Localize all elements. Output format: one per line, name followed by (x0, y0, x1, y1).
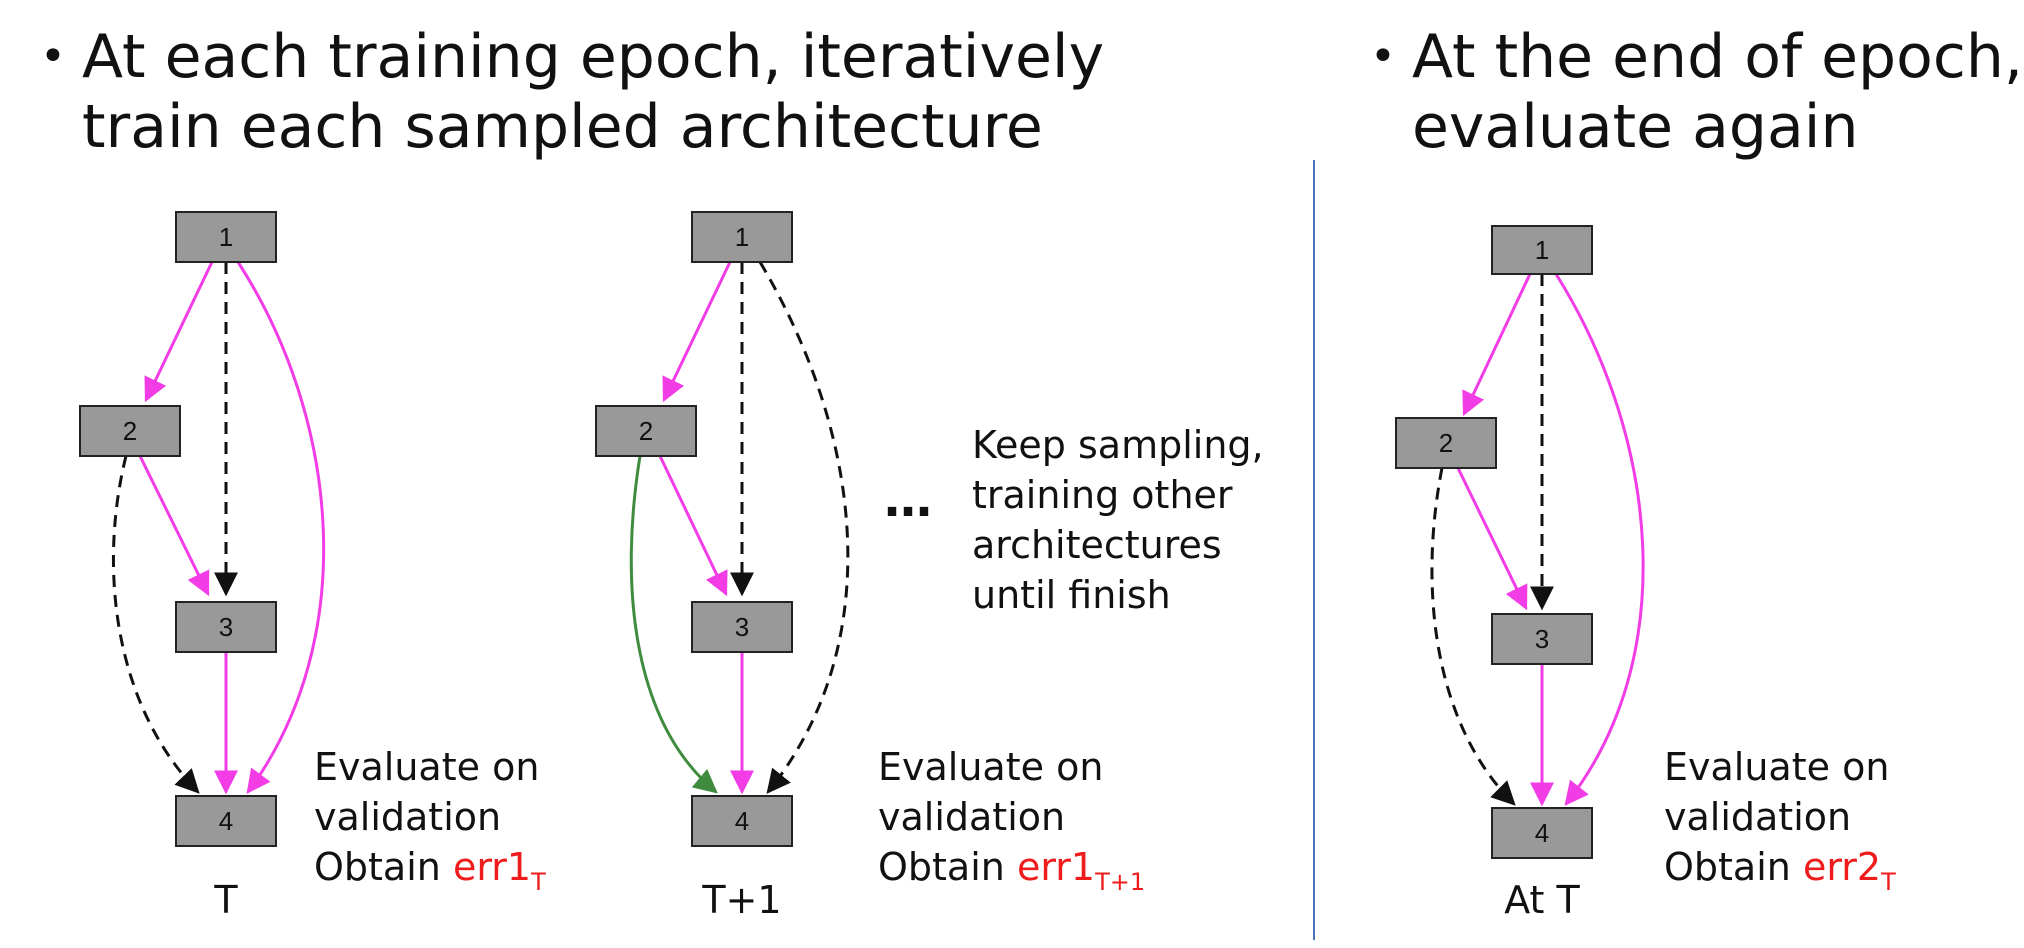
svg-text:2: 2 (1439, 428, 1453, 458)
svg-text:1: 1 (219, 222, 233, 252)
graph-caption: T+1 (702, 878, 782, 922)
edge-2-4 (629, 455, 718, 794)
note-line: training other (972, 473, 1233, 517)
evaluation-line: Evaluate on (878, 745, 1104, 789)
vertical-divider (1313, 160, 1315, 940)
evaluation-label: Evaluate on validation Obtain err1T (314, 742, 546, 897)
error-term: err1T (452, 845, 546, 896)
svg-text:1: 1 (735, 222, 749, 252)
bullet-train-each-epoch: • At each training epoch, iteratively tr… (40, 22, 1105, 162)
evaluation-label: Evaluate on validation Obtain err2T (1664, 742, 1896, 897)
node-1: 1 (175, 211, 277, 263)
node-2: 2 (595, 405, 697, 457)
obtain-line: Obtain err1T+1 (878, 845, 1146, 896)
node-3: 3 (1491, 613, 1593, 665)
bullet-line: At the end of epoch, (1412, 22, 2023, 92)
edge-2-4 (111, 455, 200, 794)
svg-text:3: 3 (735, 612, 749, 642)
svg-text:4: 4 (1535, 818, 1549, 848)
obtain-line: Obtain err2T (1664, 845, 1896, 896)
edge-2-3 (658, 455, 728, 597)
bullet-line: evaluate again (1412, 92, 1859, 162)
svg-text:3: 3 (1535, 624, 1549, 654)
graph-caption: At T (1504, 878, 1580, 922)
node-1: 1 (1491, 225, 1593, 275)
edge-1-2 (1462, 273, 1532, 417)
svg-text:4: 4 (735, 806, 749, 836)
edge-2-4 (1430, 467, 1516, 806)
evaluation-label: Evaluate on validation Obtain err1T+1 (878, 742, 1145, 897)
bullet-line: train each sampled architecture (82, 92, 1043, 162)
bullet-dot: • (1370, 31, 1396, 82)
node-1: 1 (691, 211, 793, 263)
svg-text:2: 2 (123, 416, 137, 446)
svg-text:1: 1 (1535, 235, 1549, 265)
evaluation-line: Evaluate on (1664, 745, 1890, 789)
edge-2-3 (1456, 467, 1528, 611)
graph-t: 1 2 3 4 (79, 211, 326, 847)
error-term: err2T (1802, 845, 1896, 896)
edge-1-4 (758, 261, 850, 794)
evaluation-line: validation (1664, 795, 1852, 839)
node-2: 2 (1395, 417, 1497, 469)
edge-1-2 (662, 261, 732, 403)
bullet-end-of-epoch: • At the end of epoch, evaluate again (1370, 22, 2023, 162)
node-3: 3 (175, 601, 277, 653)
ellipsis: … (884, 472, 932, 528)
svg-text:2: 2 (639, 416, 653, 446)
obtain-line: Obtain err1T (314, 845, 546, 896)
edge-1-4 (236, 261, 326, 794)
graph-t-plus-1: 1 2 3 4 (595, 211, 850, 847)
note-line: architectures (972, 523, 1222, 567)
error-term: err1T+1 (1016, 845, 1146, 896)
bullet-line: At each training epoch, iteratively (82, 22, 1105, 92)
edge-1-4 (1554, 273, 1645, 806)
graph-caption: T (214, 878, 238, 922)
evaluation-line: validation (878, 795, 1066, 839)
note-line: Keep sampling, (972, 423, 1264, 467)
edge-1-2 (144, 261, 214, 403)
svg-text:4: 4 (219, 806, 233, 836)
node-4: 4 (1491, 807, 1593, 859)
keep-sampling-note: Keep sampling, training other architectu… (972, 420, 1264, 620)
edge-2-3 (138, 455, 210, 597)
graph-at-t: 1 2 3 4 (1395, 225, 1645, 859)
svg-text:3: 3 (219, 612, 233, 642)
bullet-dot: • (40, 31, 66, 82)
note-line: until finish (972, 573, 1171, 617)
evaluation-line: Evaluate on (314, 745, 540, 789)
node-2: 2 (79, 405, 181, 457)
node-3: 3 (691, 601, 793, 653)
evaluation-line: validation (314, 795, 502, 839)
node-4: 4 (175, 795, 277, 847)
node-4: 4 (691, 795, 793, 847)
